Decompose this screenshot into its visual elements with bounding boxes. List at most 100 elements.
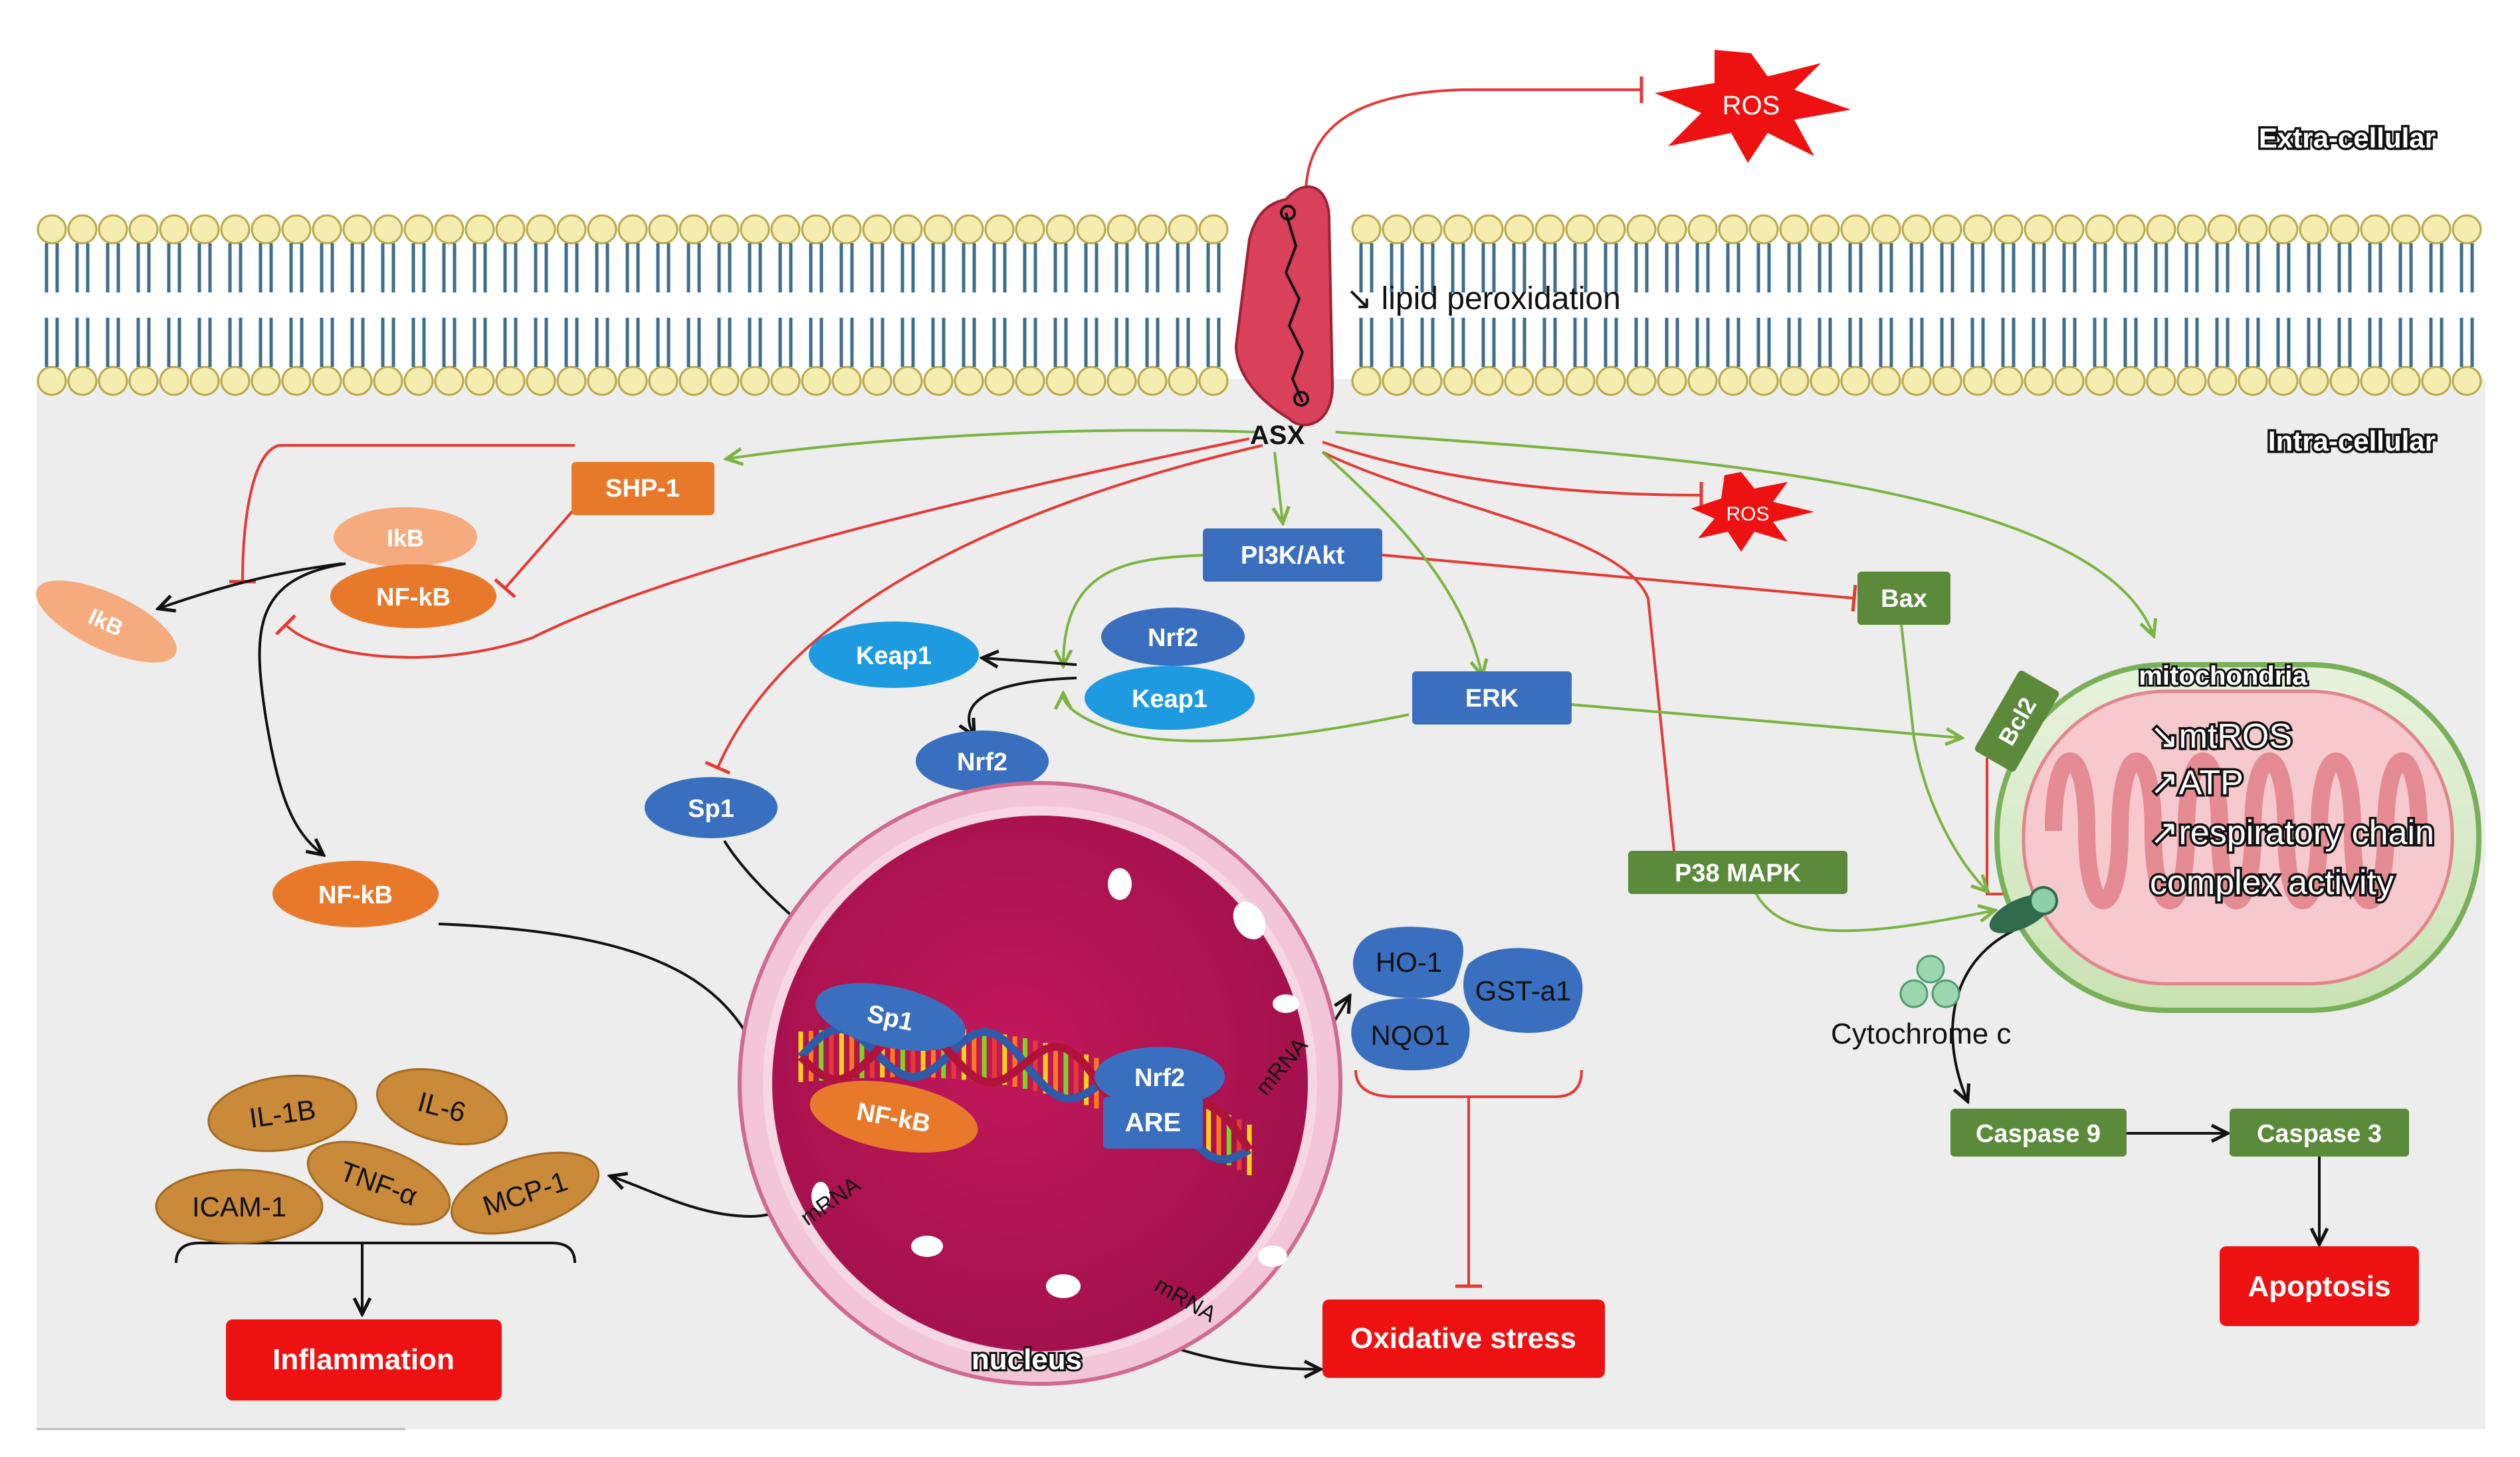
- phospholipid-head: [1015, 366, 1045, 396]
- phospholipid-head: [1840, 214, 1871, 245]
- phospholipid-head: [587, 214, 617, 245]
- phospholipid-tail: [503, 243, 518, 292]
- phospholipid-tail: [1818, 243, 1832, 292]
- ikb-bound-node: IkB: [334, 507, 477, 567]
- phospholipid-head: [526, 214, 556, 245]
- phospholipid-tail: [748, 318, 762, 367]
- phospholipid-head: [1076, 214, 1106, 245]
- phospholipid-tail: [2276, 318, 2291, 367]
- phospholipid-head: [2421, 214, 2452, 245]
- phospholipid-head: [2085, 366, 2115, 396]
- phospholipid-tail: [1451, 243, 1465, 292]
- phospholipid-head: [189, 366, 220, 396]
- phospholipid-tail: [1726, 243, 1740, 292]
- phospholipid-tail: [1206, 318, 1221, 367]
- phospholipid-tail: [167, 318, 181, 367]
- phospholipid-head: [2299, 366, 2329, 396]
- phospholipid-head: [648, 366, 679, 396]
- phospholipid-tail: [1084, 318, 1099, 367]
- phospholipid-tail: [1726, 318, 1740, 367]
- tnfa-blob: TNF-α: [306, 1141, 451, 1226]
- pi3k-activates-keap1: [1063, 554, 1207, 665]
- phospholipid-tail: [1512, 243, 1526, 292]
- lipid-bilayer-membrane: [37, 214, 2482, 396]
- sp1-cyto-node: Sp1: [645, 777, 778, 838]
- phospholipid-head: [1504, 366, 1534, 396]
- phospholipid-tail: [564, 318, 579, 367]
- phospholipid-tail: [2093, 243, 2107, 292]
- cytokine-bracket: [175, 1242, 576, 1264]
- phospholipid-tail: [1542, 318, 1557, 367]
- svg-text:Bax: Bax: [1881, 585, 1927, 613]
- phospholipid-head: [648, 214, 679, 245]
- svg-text:Caspase 3: Caspase 3: [2257, 1120, 2382, 1148]
- phospholipid-head: [1871, 214, 1901, 245]
- phospholipid-tail: [1756, 318, 1771, 367]
- phospholipid-head: [1596, 366, 1626, 396]
- phospholipid-head: [373, 366, 403, 396]
- phospholipid-tail: [1573, 243, 1588, 292]
- phospholipid-tail: [2276, 243, 2291, 292]
- keap1-nrf2-to-nrf2: [969, 677, 1077, 734]
- phospholipid-head: [1596, 214, 1626, 245]
- caspase3-node: Caspase 3: [2230, 1109, 2409, 1157]
- phospholipid-head: [1137, 214, 1168, 245]
- phospholipid-head: [1076, 366, 1106, 396]
- phospholipid-head: [617, 214, 648, 245]
- phospholipid-head: [1443, 366, 1473, 396]
- phospholipid-tail: [1604, 318, 1618, 367]
- phospholipid-head: [862, 366, 892, 396]
- phospholipid-tail: [1604, 243, 1618, 292]
- phospholipid-head: [1137, 366, 1168, 396]
- asx-activates-shp1: [728, 429, 1257, 459]
- phospholipid-head: [434, 214, 465, 245]
- phospholipid-tail: [1084, 243, 1099, 292]
- phospholipid-tail: [900, 318, 915, 367]
- phospholipid-tail: [1970, 243, 1985, 292]
- pi3k-inhibits-bax: [1382, 554, 1857, 612]
- asx-inhibits-sp1: [704, 444, 1263, 775]
- phospholipid-head: [556, 366, 587, 396]
- phospholipid-head: [1412, 214, 1443, 245]
- mito-line-1: ↘mtROS: [2150, 717, 2292, 756]
- svg-text:ARE: ARE: [1125, 1108, 1181, 1137]
- phospholipid-tail: [1512, 318, 1526, 367]
- phospholipid-head: [2452, 214, 2482, 245]
- phospholipid-head: [1871, 366, 1901, 396]
- mitochondrion: mitochondria ↘mtROS ↗ATP ↗respiratory ch…: [1994, 659, 2481, 1013]
- svg-text:ERK: ERK: [1465, 685, 1519, 713]
- svg-text:NF-kB: NF-kB: [318, 881, 393, 909]
- phospholipid-head: [1382, 366, 1412, 396]
- phospholipid-tail: [2368, 243, 2382, 292]
- phospholipid-head: [403, 214, 434, 245]
- phospholipid-head: [740, 214, 770, 245]
- phospholipid-tail: [1695, 318, 1710, 367]
- phospholipid-head: [1168, 366, 1198, 396]
- ros-mid-label: ROS: [1726, 503, 1769, 525]
- phospholipid-head: [1657, 366, 1687, 396]
- phospholipid-head: [2207, 214, 2238, 245]
- phospholipid-head: [434, 366, 465, 396]
- phospholipid-tail: [1114, 243, 1129, 292]
- phospholipid-head: [37, 214, 67, 245]
- phospholipid-tail: [1114, 318, 1129, 367]
- phospholipid-head: [1443, 214, 1473, 245]
- phospholipid-tail: [167, 243, 181, 292]
- phospholipid-tail: [2460, 243, 2474, 292]
- phospholipid-tail: [320, 318, 334, 367]
- phospholipid-head: [923, 366, 954, 396]
- phospholipid-tail: [2460, 318, 2474, 367]
- phospholipid-head: [1382, 214, 1412, 245]
- phospholipid-head: [465, 214, 495, 245]
- phospholipid-head: [1901, 366, 1932, 396]
- phospholipid-tail: [1481, 318, 1496, 367]
- phospholipid-tail: [534, 318, 548, 367]
- phospholipid-tail: [1634, 318, 1649, 367]
- phospholipid-head: [1534, 214, 1565, 245]
- phospholipid-tail: [350, 318, 365, 367]
- svg-text:Caspase 9: Caspase 9: [1976, 1120, 2101, 1148]
- intracellular-label: Intra-cellular: [2268, 425, 2436, 457]
- phospholipid-tail: [1573, 318, 1588, 367]
- phospholipid-tail: [289, 318, 304, 367]
- phospholipid-head: [556, 214, 587, 245]
